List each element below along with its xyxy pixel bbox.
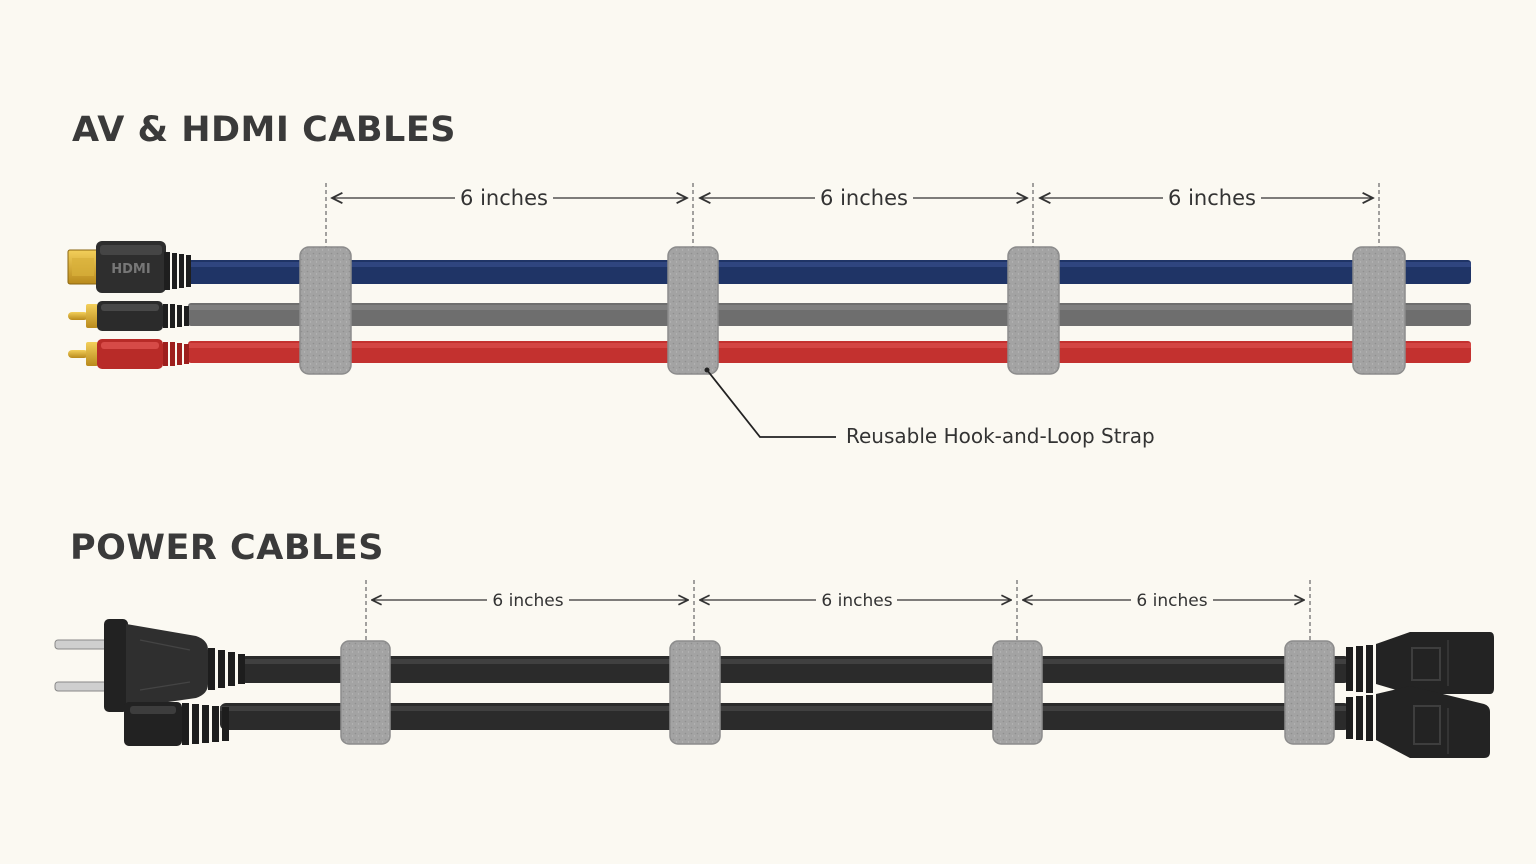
strap bbox=[340, 640, 391, 745]
strap bbox=[667, 246, 719, 375]
av-straps bbox=[299, 246, 1406, 375]
iec-connector-icon bbox=[124, 702, 229, 746]
hdmi-label: HDMI bbox=[111, 262, 150, 277]
rca-connector-icon bbox=[68, 301, 189, 331]
strap bbox=[992, 640, 1043, 745]
power-straps bbox=[340, 640, 1335, 745]
av-spacing-label: 6 inches bbox=[460, 186, 548, 210]
power-section-title: POWER CABLES bbox=[70, 528, 384, 568]
iec-c13-connector-icon bbox=[1346, 686, 1490, 758]
power-spacing-label: 6 inches bbox=[492, 591, 563, 611]
av-spacing-label: 6 inches bbox=[820, 186, 908, 210]
power-spacing-label: 6 inches bbox=[1136, 591, 1207, 611]
av-cables bbox=[188, 260, 1471, 363]
strap-callout-label: Reusable Hook-and-Loop Strap bbox=[846, 424, 1155, 448]
strap bbox=[1284, 640, 1335, 745]
av-hdmi-section-title: AV & HDMI CABLES bbox=[72, 110, 456, 150]
strap bbox=[299, 246, 352, 375]
hdmi-connector-icon: HDMI bbox=[67, 241, 191, 293]
ac-plug-icon bbox=[54, 619, 245, 712]
strap bbox=[1007, 246, 1060, 375]
strap-callout: Reusable Hook-and-Loop Strap bbox=[704, 367, 1155, 448]
av-spacing-label: 6 inches bbox=[1168, 186, 1256, 210]
rca-connector-icon bbox=[68, 339, 189, 369]
iec-c13-connector-icon bbox=[1346, 632, 1494, 694]
av-dimension-lines: 6 inches 6 inches 6 inches bbox=[325, 183, 1380, 250]
power-dimension-lines: 6 inches 6 inches 6 inches bbox=[365, 580, 1311, 643]
strap bbox=[1352, 246, 1406, 375]
power-spacing-label: 6 inches bbox=[821, 591, 892, 611]
power-cables bbox=[220, 656, 1350, 730]
strap bbox=[669, 640, 721, 745]
